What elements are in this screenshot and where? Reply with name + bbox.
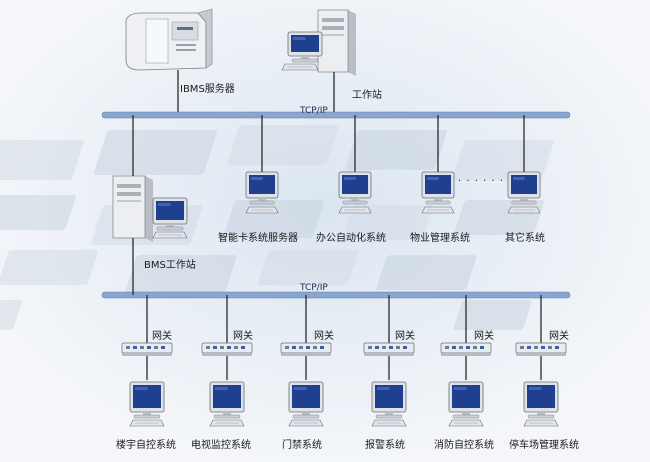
bus-bottom-label: TCP/IP [300,283,328,293]
gateway-label-4: 网关 [395,331,415,342]
monitor-icon-building-automation [129,381,165,419]
tcpip-bus-top [101,111,571,119]
background-tile [258,250,358,285]
ibms-server-label: IBMS服务器 [180,84,235,95]
monitor-icon-alarm [371,381,407,419]
gateway-icon-3 [280,342,332,356]
workstation-tower-icon [317,9,356,76]
gateway-label-2: 网关 [233,331,253,342]
monitor-icon-smartcard [245,171,279,205]
gateway-icon-5 [440,342,492,356]
workstation-label: 工作站 [352,90,382,101]
background-tile [227,125,339,165]
system-label-fire-control: 消防自控系统 [434,440,494,451]
gateway-label-5: 网关 [474,331,494,342]
monitor-icon-office-automation [338,171,372,205]
system-label-office-automation: 办公自动化系统 [316,233,386,244]
gateway-icon-4 [363,342,415,356]
monitor-icon-access-control [288,381,324,419]
gateway-icon-6 [515,342,567,356]
workstation-monitor-icon [287,31,323,63]
gateway-icon-2 [201,342,253,356]
bus-top-label: TCP/IP [300,106,328,116]
system-label-building-automation: 楼宇自控系统 [116,440,176,451]
background-tile [342,205,433,240]
background-tile [345,130,447,170]
system-label-access-control: 门禁系统 [282,440,322,451]
ellipsis-label: · · · · · · [458,176,504,187]
gateway-label-3: 网关 [314,331,334,342]
background-tile [0,195,76,230]
background-tile [0,250,98,285]
gateway-label-1: 网关 [152,331,172,342]
gateway-label-6: 网关 [549,331,569,342]
system-label-alarm: 报警系统 [365,440,405,451]
background-tile [125,255,237,293]
monitor-icon-property-management [421,171,455,205]
bms-workstation-tower-icon [112,175,153,242]
system-label-smartcard: 智能卡系统服务器 [218,233,298,244]
ibms-server-icon [125,8,213,71]
background-tile [0,140,84,180]
system-label-property-management: 物业管理系统 [410,233,470,244]
bms-workstation-label: BMS工作站 [144,260,196,271]
bms-workstation-monitor-icon [152,197,188,231]
gateway-icon-1 [121,342,173,356]
system-label-other: 其它系统 [505,233,545,244]
system-label-parking: 停车场管理系统 [509,440,579,451]
background-tile [376,255,477,290]
background-tile [452,140,554,180]
system-label-cctv: 电视监控系统 [191,440,251,451]
background-tile [93,130,217,175]
monitor-icon-other [507,171,541,205]
monitor-icon-fire-control [448,381,484,419]
monitor-icon-cctv [209,381,245,419]
background-tile [453,300,532,330]
monitor-icon-parking [523,381,559,419]
tcpip-bus-bottom [101,291,571,299]
